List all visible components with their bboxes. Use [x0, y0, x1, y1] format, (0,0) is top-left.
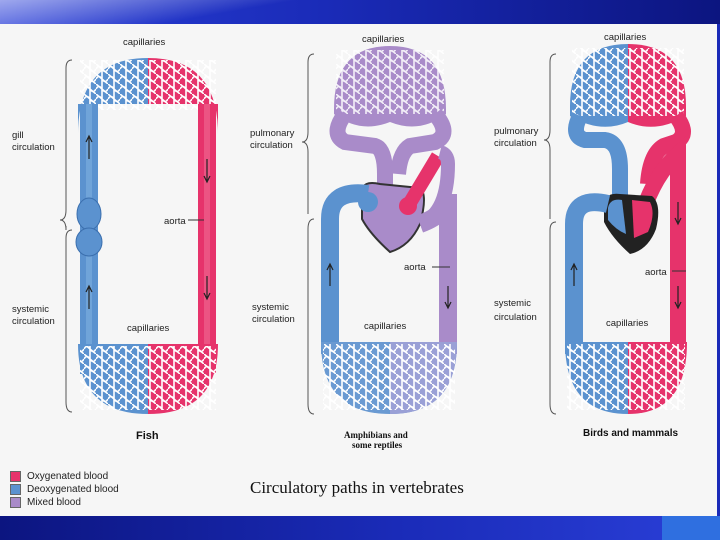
fish-systemic-label-2: circulation — [12, 316, 55, 327]
fish-top-capillaries-label: capillaries — [123, 37, 165, 48]
amphibian-systemic-label-1: systemic — [252, 302, 289, 313]
fish-circuit: capillaries gill circulation aorta syste… — [12, 37, 218, 442]
fish-gill-brace — [60, 60, 72, 230]
fish-heart-lower — [76, 228, 102, 256]
top-banner — [0, 0, 720, 24]
bird-systemic-label-1: systemic — [494, 298, 531, 309]
amphibian-caption-line1: Amphibians and — [344, 430, 408, 440]
bird-top-capillaries-label: capillaries — [604, 32, 646, 43]
bird-systemic-label-2: circulation — [494, 312, 537, 323]
amphibian-caption-line2: some reptiles — [352, 440, 403, 450]
amphibian-top-capillaries-label: capillaries — [362, 34, 404, 45]
legend-item-deoxygenated: Deoxygenated blood — [10, 483, 119, 496]
amphibian-aorta-label: aorta — [404, 262, 426, 273]
fish-systemic-brace — [66, 230, 72, 412]
amphibian-pulmonary-label-2: circulation — [250, 140, 293, 151]
banner-highlight — [0, 0, 360, 24]
legend-label-oxygenated: Oxygenated blood — [27, 471, 108, 482]
legend: Oxygenated blood Deoxygenated blood Mixe… — [10, 470, 119, 509]
amphibian-systemic-brace — [308, 219, 314, 414]
fish-aorta-label: aorta — [164, 216, 186, 227]
fish-heart-upper — [77, 198, 101, 230]
circulation-diagram: capillaries gill circulation aorta syste… — [0, 24, 717, 516]
mixed-swatch — [10, 497, 21, 508]
amphibian-pulmonary-brace — [302, 54, 314, 214]
legend-label-deoxygenated: Deoxygenated blood — [27, 484, 119, 495]
bird-caption: Birds and mammals — [583, 428, 678, 439]
amphibian-pulmonary-label-1: pulmonary — [250, 128, 295, 139]
bird-pulmonary-left — [576, 116, 620, 204]
amphibian-bottom-capillaries-label: capillaries — [364, 321, 406, 332]
legend-label-mixed: Mixed blood — [27, 497, 81, 508]
deoxygenated-swatch — [10, 484, 21, 495]
bird-pulmonary-brace — [544, 54, 556, 219]
fish-caption: Fish — [136, 430, 159, 442]
bird-circuit: capillaries pulmonary circulation aorta … — [494, 32, 687, 439]
fish-bottom-capillaries-label: capillaries — [127, 323, 169, 334]
slide-title: Circulatory paths in vertebrates — [250, 478, 530, 498]
amphibian-systemic-label-2: circulation — [252, 314, 295, 325]
bird-systemic-brace — [550, 222, 556, 414]
bottom-corner-block — [662, 516, 720, 540]
bird-pulmonary-label-2: circulation — [494, 138, 537, 149]
fish-gill-label-2: circulation — [12, 142, 55, 153]
bottom-banner — [0, 516, 720, 540]
bird-pulmonary-label-1: pulmonary — [494, 126, 539, 137]
oxygenated-swatch — [10, 471, 21, 482]
bird-aorta-label: aorta — [645, 267, 667, 278]
fish-gill-label-1: gill — [12, 130, 24, 141]
legend-item-oxygenated: Oxygenated blood — [10, 470, 119, 483]
fish-systemic-label-1: systemic — [12, 304, 49, 315]
bird-systemic-left — [574, 202, 608, 354]
amphibian-circuit: capillaries pulmonary circulation aorta … — [250, 34, 457, 450]
bird-bottom-capillaries-label: capillaries — [606, 318, 648, 329]
legend-item-mixed: Mixed blood — [10, 496, 119, 509]
